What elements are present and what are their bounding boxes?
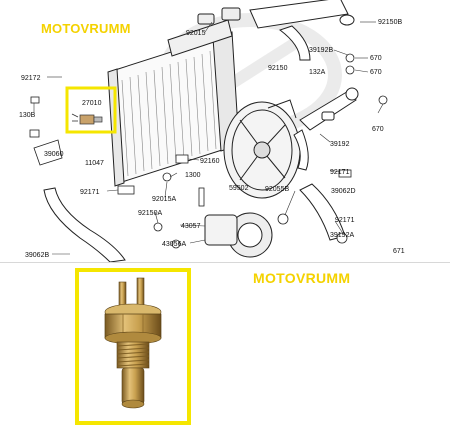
part-label: 27010 xyxy=(82,100,102,107)
part-label: 43056A xyxy=(162,241,186,248)
part-label: 59502 xyxy=(229,185,249,192)
part-label: 39192B xyxy=(309,47,333,54)
fan-switch-part xyxy=(71,113,103,125)
part-label: 39192 xyxy=(330,141,350,148)
part-label: 92015A xyxy=(152,196,176,203)
part-label: 92171 xyxy=(335,217,355,224)
leader-lines xyxy=(33,21,384,255)
product-photo-highlight-box xyxy=(75,268,191,425)
part-label: 132A xyxy=(309,69,326,76)
parts-diagram: MOTOVRUMM 92015 92150B 92172 39192B 670 … xyxy=(19,0,405,262)
part-label: 92055B xyxy=(265,186,289,193)
part-label: 11047 xyxy=(85,160,104,167)
part-label: 92150 xyxy=(268,65,288,72)
coolant-pipe-right xyxy=(293,87,359,171)
lower-hose-left xyxy=(43,187,126,262)
part-label: 92160 xyxy=(200,158,220,165)
water-pump xyxy=(204,212,273,258)
part-label: 92150A xyxy=(138,210,162,217)
part-label: 671 xyxy=(393,248,405,255)
product-photo-panel: MOTOVRUMM xyxy=(0,262,450,433)
part-label: 130B xyxy=(19,112,36,119)
part-label: 670 xyxy=(370,55,382,62)
photo-watermark: MOTOVRUMM xyxy=(253,270,351,286)
part-label: 92172 xyxy=(21,75,41,82)
part-number-labels: 92015 92150B 92172 39192B 670 670 92150 … xyxy=(19,19,405,259)
highlight-box-diagram xyxy=(65,86,117,134)
upper-water-pipe xyxy=(249,0,355,61)
radiator-core xyxy=(107,19,240,187)
filler-neck xyxy=(197,7,241,25)
part-label: 670 xyxy=(372,126,384,133)
part-label: 1300 xyxy=(185,172,201,179)
part-label: 39060 xyxy=(44,151,64,158)
watermark: MOTOVRUMM xyxy=(41,21,131,36)
part-label: 92150B xyxy=(378,19,402,26)
part-label: 39062B xyxy=(25,252,49,259)
fan-switch-photo xyxy=(104,277,162,409)
cooling-fan xyxy=(223,99,301,199)
part-label: 43057 xyxy=(181,223,201,230)
part-label: 39062D xyxy=(331,188,356,195)
part-label: 92171 xyxy=(330,169,350,176)
part-label: 92171 xyxy=(80,189,100,196)
part-label: 92015 xyxy=(186,30,206,37)
part-label: 670 xyxy=(370,69,382,76)
part-label: 39192A xyxy=(330,232,354,239)
small-hardware xyxy=(29,53,388,249)
